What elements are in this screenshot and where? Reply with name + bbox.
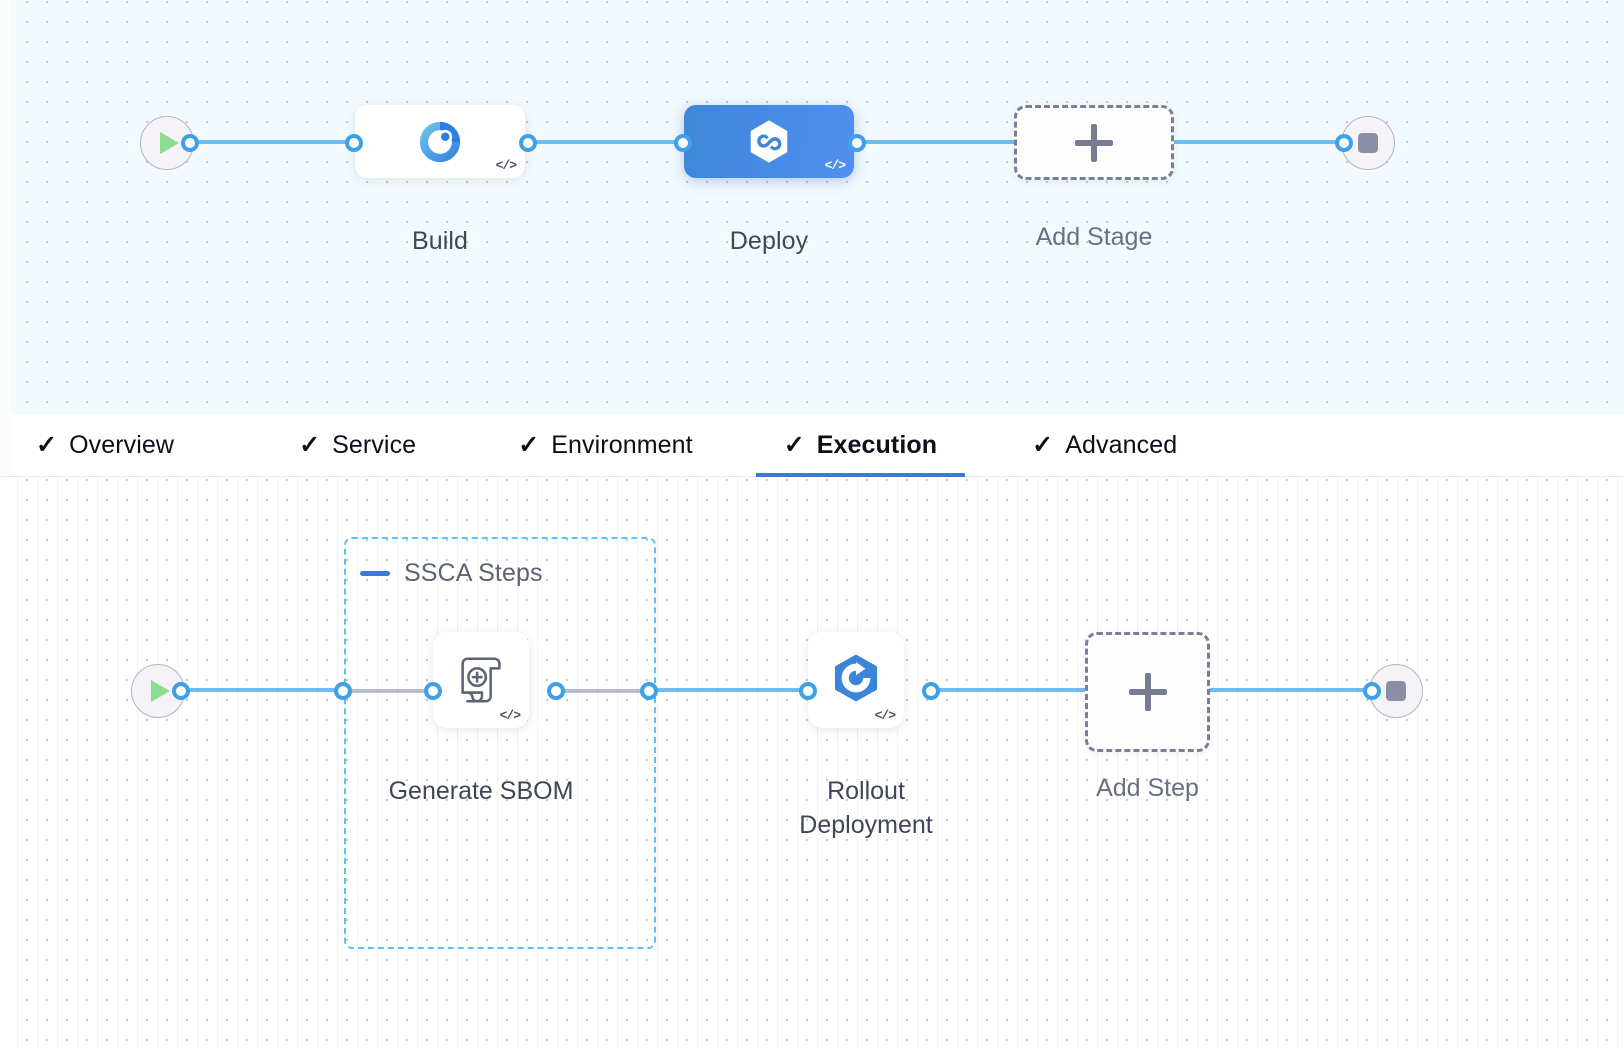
add-step-label: Add Step: [1096, 774, 1199, 802]
step-group-header-ssca[interactable]: SSCA Steps: [360, 559, 543, 588]
port-rollout-in[interactable]: [799, 682, 817, 700]
check-icon: ✓: [36, 431, 58, 459]
step-label-generate-sbom: Generate SBOM: [388, 777, 574, 805]
add-stage-label: Add Stage: [1035, 223, 1153, 251]
port-sbom-out[interactable]: [547, 682, 565, 700]
stage-config-tabs[interactable]: ✓ Overview ✓ Service ✓ Environment ✓ Exe…: [0, 415, 1624, 477]
step-group-title: SSCA Steps: [404, 559, 543, 587]
add-stage-button[interactable]: [1014, 105, 1174, 180]
edge-deploy-to-addstage: [840, 140, 1030, 144]
tab-service[interactable]: ✓ Service: [295, 415, 420, 477]
edge-start-to-group: [170, 688, 352, 692]
step-node-generate-sbom[interactable]: </>: [433, 632, 529, 728]
stage-node-deploy[interactable]: </>: [684, 105, 854, 178]
edge-group-in-to-sbom: [348, 689, 438, 693]
edge-sbom-to-group-out: [560, 689, 652, 693]
port-rollout-out[interactable]: [922, 682, 940, 700]
port-exec-start-out[interactable]: [172, 682, 190, 700]
tab-execution-label: Execution: [816, 431, 938, 459]
step-label-rollout-deployment: Rollout Deployment: [766, 775, 966, 843]
tab-active-underline: [755, 472, 966, 477]
check-icon: ✓: [518, 431, 540, 459]
edge-group-to-rollout: [650, 688, 818, 692]
deploy-yaml-badge[interactable]: </>: [824, 158, 846, 173]
stop-icon: [1386, 681, 1406, 701]
pipeline-end-node[interactable]: [1341, 116, 1395, 170]
execution-graph-canvas[interactable]: SSCA Steps: [0, 477, 1624, 1048]
step-node-rollout-deployment[interactable]: </>: [808, 632, 904, 728]
check-icon: ✓: [1032, 431, 1054, 459]
edge-addstage-to-end: [1160, 140, 1360, 144]
tab-execution[interactable]: ✓ Execution: [755, 415, 966, 477]
port-group-in[interactable]: [334, 682, 352, 700]
edge-rollout-to-addstep: [925, 688, 1095, 692]
rollout-yaml-badge[interactable]: </>: [874, 708, 896, 723]
rollout-hexagon-icon: [827, 651, 885, 709]
step-label-line-1: Rollout: [827, 777, 905, 805]
tab-environment[interactable]: ✓ Environment: [514, 415, 697, 477]
stage-graph-canvas[interactable]: </> Build </> Deploy Add Stage: [0, 0, 1624, 415]
plus-icon: [1075, 123, 1113, 162]
minus-icon[interactable]: [360, 571, 390, 576]
play-icon: [160, 132, 179, 154]
play-icon: [151, 680, 170, 702]
port-deploy-in[interactable]: [674, 134, 692, 152]
stop-icon: [1358, 133, 1378, 153]
sbom-yaml-badge[interactable]: </>: [499, 708, 521, 723]
tab-service-label: Service: [332, 431, 417, 459]
port-start-out[interactable]: [181, 134, 199, 152]
port-build-in[interactable]: [345, 134, 363, 152]
check-icon: ✓: [299, 431, 321, 459]
edge-start-to-build: [178, 140, 363, 144]
tab-overview-label: Overview: [69, 431, 175, 459]
port-exec-end-in[interactable]: [1363, 682, 1381, 700]
build-yaml-badge[interactable]: </>: [495, 158, 517, 173]
step-group-ssca[interactable]: [344, 537, 656, 949]
tab-overview[interactable]: ✓ Overview: [32, 415, 178, 477]
sbom-scroll-icon: [452, 651, 510, 709]
port-build-out[interactable]: [519, 134, 537, 152]
plus-icon: [1128, 673, 1167, 711]
add-step-button[interactable]: [1085, 632, 1210, 752]
port-sbom-in[interactable]: [424, 682, 442, 700]
port-deploy-out[interactable]: [848, 134, 866, 152]
tab-environment-label: Environment: [551, 431, 693, 459]
tab-advanced[interactable]: ✓ Advanced: [1028, 415, 1181, 477]
cd-deploy-icon: [744, 117, 794, 167]
stage-node-build[interactable]: </>: [355, 105, 525, 178]
edge-build-to-deploy: [515, 140, 695, 144]
port-end-in[interactable]: [1335, 134, 1353, 152]
stage-label-deploy: Deploy: [729, 227, 809, 255]
tab-advanced-label: Advanced: [1065, 431, 1178, 459]
edge-addstep-to-end: [1205, 688, 1377, 692]
stage-label-build: Build: [411, 227, 469, 255]
step-label-line-2: Deployment: [799, 810, 933, 839]
check-icon: ✓: [783, 431, 805, 459]
ci-build-icon: [417, 119, 463, 165]
port-group-out[interactable]: [640, 682, 658, 700]
